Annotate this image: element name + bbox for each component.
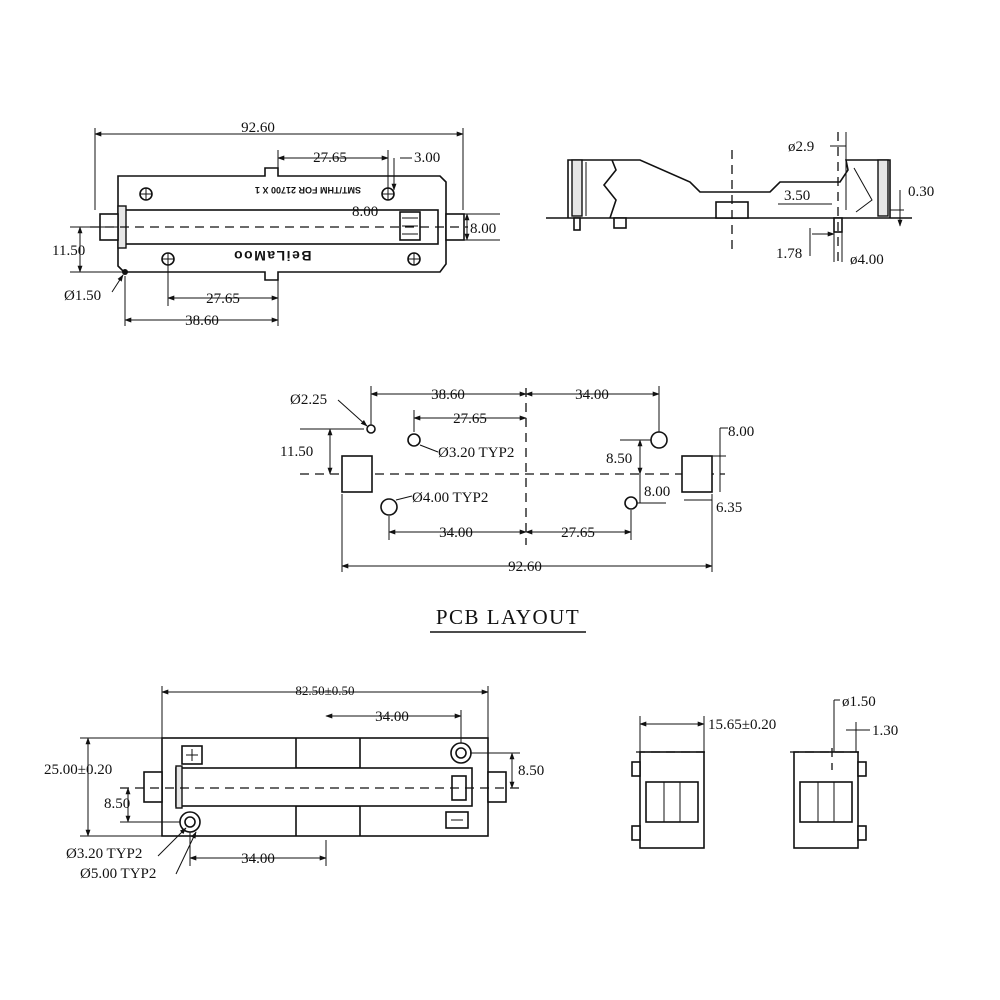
dim-8-00-inner: 8.00 xyxy=(352,204,378,220)
dim-27-65-top: 27.65 xyxy=(313,150,347,166)
dim-8-00-mid: 8.00 xyxy=(644,484,670,500)
mount-hole-icon xyxy=(179,811,201,833)
dim-11-50: 11.50 xyxy=(52,243,85,259)
dim-11-50: 11.50 xyxy=(280,444,313,460)
dim-0-30: 0.30 xyxy=(908,184,934,200)
dim-82-50: 82.50±0.50 xyxy=(295,683,354,698)
holder-marking: SMT/THM FOR 21700 X 1 xyxy=(255,185,361,195)
minus-mark-icon xyxy=(445,811,469,829)
dim-3-00: 3.00 xyxy=(414,150,440,166)
bottom-view: 82.50±0.50 34.00 25.00±0.20 8.50 8.50 Ø3… xyxy=(44,683,544,882)
mount-hole-icon xyxy=(450,742,472,764)
hole-marker xyxy=(122,269,128,275)
dim-34-00-bottom: 34.00 xyxy=(439,525,473,541)
screw-hole-icon xyxy=(407,252,421,266)
dim-8-00-right: 8.00 xyxy=(470,221,496,237)
dim-dia-1-50: ø1.50 xyxy=(842,694,876,710)
pcb-layout-title: PCB LAYOUT xyxy=(436,605,580,629)
pin xyxy=(573,217,581,231)
dim-8-50-right: 8.50 xyxy=(518,763,544,779)
dim-dia-4-00: ø4.00 xyxy=(850,252,884,268)
end-tab xyxy=(631,761,641,777)
end-cell xyxy=(799,781,853,823)
dim-1-78: 1.78 xyxy=(776,246,802,262)
dim-27-65-top: 27.65 xyxy=(453,411,487,427)
screw-hole-icon xyxy=(381,187,395,201)
dim-27-65-bottom: 27.65 xyxy=(561,525,595,541)
dim-34-00-top: 34.00 xyxy=(575,387,609,403)
dim-8-50-left: 8.50 xyxy=(104,796,130,812)
pad-right xyxy=(681,455,713,493)
end-view-right: ø1.50 1.30 xyxy=(790,694,898,849)
dim-38-60: 38.60 xyxy=(431,387,465,403)
hole-3-20 xyxy=(624,496,638,510)
left-contact xyxy=(571,159,583,217)
end-cell xyxy=(645,781,699,823)
holder-outline xyxy=(117,167,447,281)
dim-38-60: 38.60 xyxy=(185,313,219,329)
tab-left xyxy=(143,771,163,803)
pin xyxy=(613,217,627,229)
hole-4-00 xyxy=(650,431,668,449)
side-view: ø2.9 3.50 0.30 1.78 ø4.00 xyxy=(546,132,934,268)
dim-6-35: 6.35 xyxy=(716,500,742,516)
pad-left xyxy=(341,455,373,493)
dim-dia-2-9: ø2.9 xyxy=(788,139,814,155)
dim-8-00-top: 8.00 xyxy=(728,424,754,440)
plus-mark-icon xyxy=(181,745,203,765)
dim-34-00-bottom: 34.00 xyxy=(241,851,275,867)
brand-logo: BeiLaMoo xyxy=(233,248,312,264)
dim-hole-5-00: Ø5.00 TYP2 xyxy=(80,866,156,882)
dim-92-60: 92.60 xyxy=(508,559,542,575)
hole-3-20 xyxy=(407,433,421,447)
top-view: SMT/THM FOR 21700 X 1 BeiLaMoo 92.60 27.… xyxy=(52,120,500,329)
tab-right xyxy=(487,771,507,803)
pcb-layout-view: Ø2.25 38.60 34.00 27.65 Ø3.20 TYP2 11.50… xyxy=(280,386,754,633)
dim-8-50: 8.50 xyxy=(606,451,632,467)
hole-2-25 xyxy=(366,424,376,434)
dim-27-65-bottom: 27.65 xyxy=(206,291,240,307)
dim-overall-length: 92.60 xyxy=(241,120,275,136)
end-tab xyxy=(857,825,867,841)
dim-15-65: 15.65±0.20 xyxy=(708,717,776,733)
right-contact xyxy=(877,159,889,217)
dim-3-50: 3.50 xyxy=(784,188,810,204)
dim-hole-3-20: Ø3.20 TYP2 xyxy=(66,846,142,862)
dim-25-00: 25.00±0.20 xyxy=(44,762,112,778)
end-view-left: 15.65±0.20 xyxy=(631,716,776,849)
end-tab xyxy=(631,825,641,841)
screw-hole-icon xyxy=(139,187,153,201)
dim-hole-3-20: Ø3.20 TYP2 xyxy=(438,445,514,461)
battery-cell xyxy=(175,767,473,807)
holder-profile xyxy=(567,159,891,219)
neg-contact xyxy=(175,765,183,809)
end-tab xyxy=(857,761,867,777)
dim-1-30: 1.30 xyxy=(872,723,898,739)
dim-hole-4-00: Ø4.00 TYP2 xyxy=(412,490,488,506)
dim-dia-2-25: Ø2.25 xyxy=(290,392,327,408)
dim-hole-dia: Ø1.50 xyxy=(64,288,101,304)
dim-34-00-top: 34.00 xyxy=(375,709,409,725)
hole-4-00 xyxy=(380,498,398,516)
screw-hole-icon xyxy=(161,252,175,266)
